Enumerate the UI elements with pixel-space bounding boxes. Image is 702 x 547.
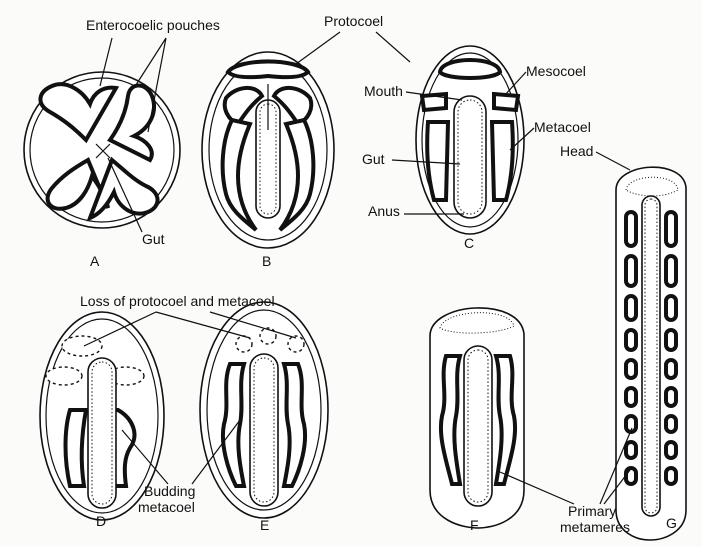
label-protocoel: Protocoel	[324, 13, 383, 29]
label-budding-line2: metacoel	[138, 499, 195, 515]
label-mesocoel: Mesocoel	[526, 63, 586, 79]
label-primary-line1: Primary	[568, 503, 616, 519]
stage-label-f: F	[470, 517, 479, 533]
stage-a-embryo	[24, 72, 180, 228]
label-gut-a: Gut	[142, 231, 165, 247]
stage-f-embryo	[430, 308, 524, 528]
stage-e-embryo	[200, 302, 328, 518]
label-budding-line1: Budding	[144, 483, 195, 499]
label-loss-of-protocoel-and-metacoel: Loss of protocoel and metacoel	[80, 293, 275, 309]
stage-label-e: E	[260, 517, 269, 533]
stage-label-d: D	[96, 513, 106, 529]
stage-label-c: C	[464, 235, 474, 251]
stage-b-embryo	[202, 52, 334, 248]
label-enterocoelic-pouches: Enterocoelic pouches	[86, 17, 220, 33]
label-gut-c: Gut	[362, 151, 385, 167]
stage-label-a: A	[90, 253, 100, 269]
label-metacoel: Metacoel	[534, 119, 591, 135]
stage-g-embryo	[616, 167, 686, 540]
label-head: Head	[560, 143, 593, 159]
stage-label-b: B	[262, 253, 271, 269]
label-mouth: Mouth	[364, 83, 403, 99]
label-primary-line2: metameres	[560, 519, 630, 535]
stage-c-embryo	[416, 46, 524, 234]
stage-label-g: G	[666, 515, 677, 531]
label-anus: Anus	[368, 203, 400, 219]
